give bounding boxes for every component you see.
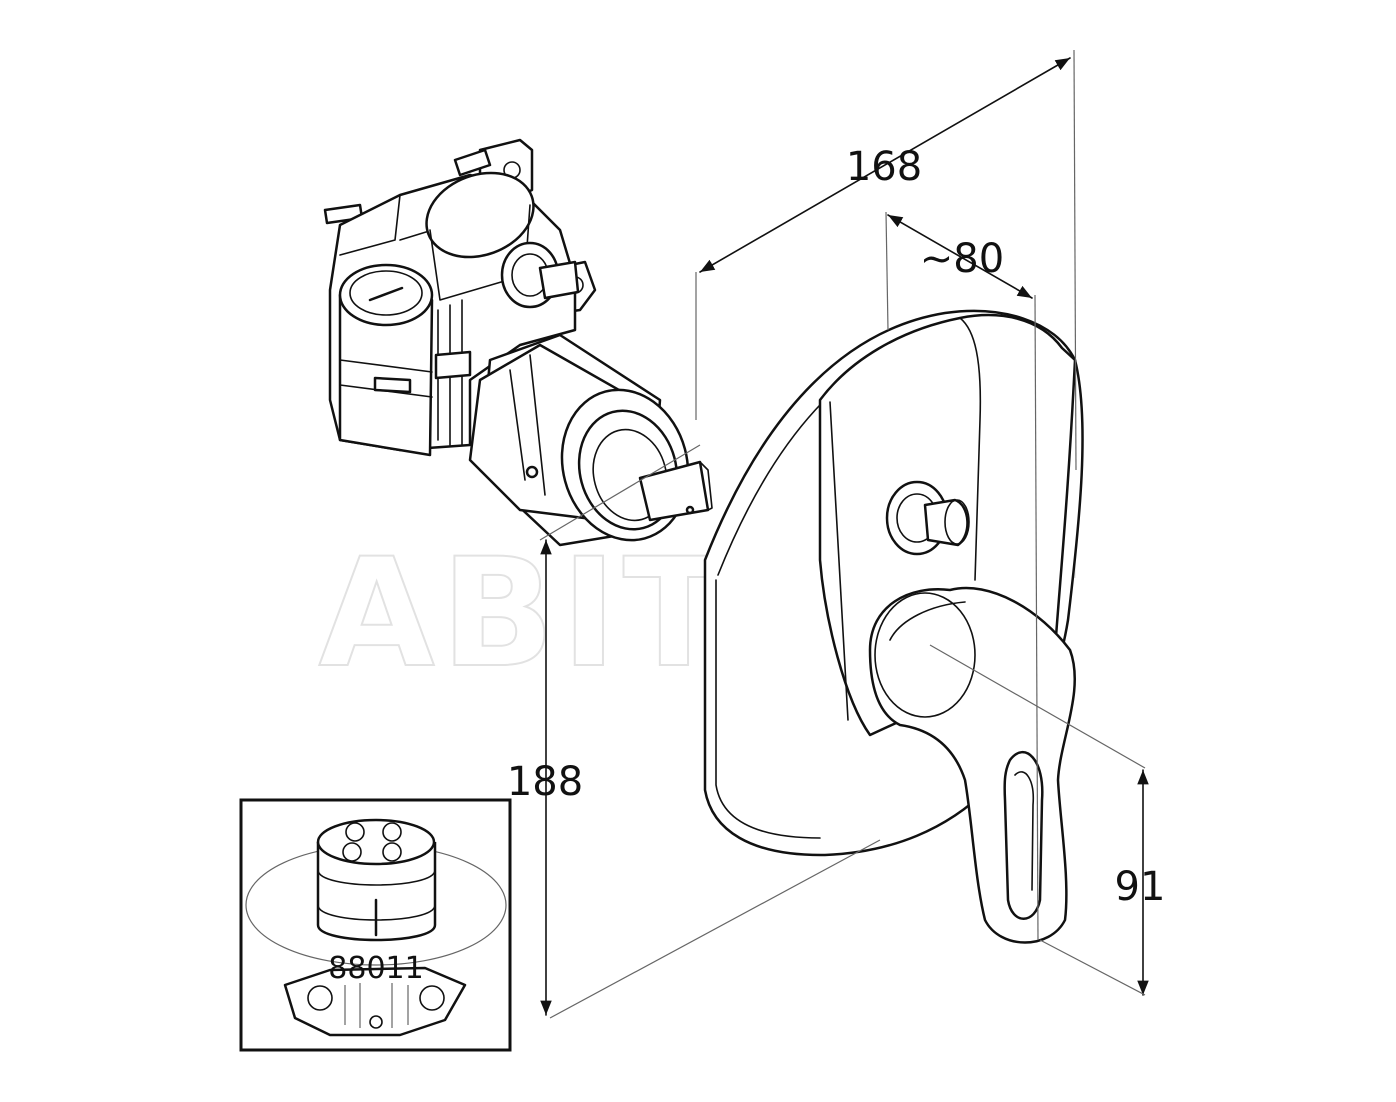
dimension-label-168: 168 [846,144,922,190]
dimension-label-80: ~80 [920,236,1004,282]
dim-168-line [699,57,1071,273]
inset-rough-in-box [239,798,512,1052]
dimension-label-91: 91 [1115,864,1166,910]
dim-80-line [887,214,1033,299]
article-number-88011: 88011 [328,951,423,986]
rough-in-valve-body [323,138,597,457]
dimension-lines [539,49,1149,1019]
cover-plate [703,309,1084,944]
dimension-label-188: 188 [507,759,583,805]
cartridge-sleeve [468,333,713,547]
